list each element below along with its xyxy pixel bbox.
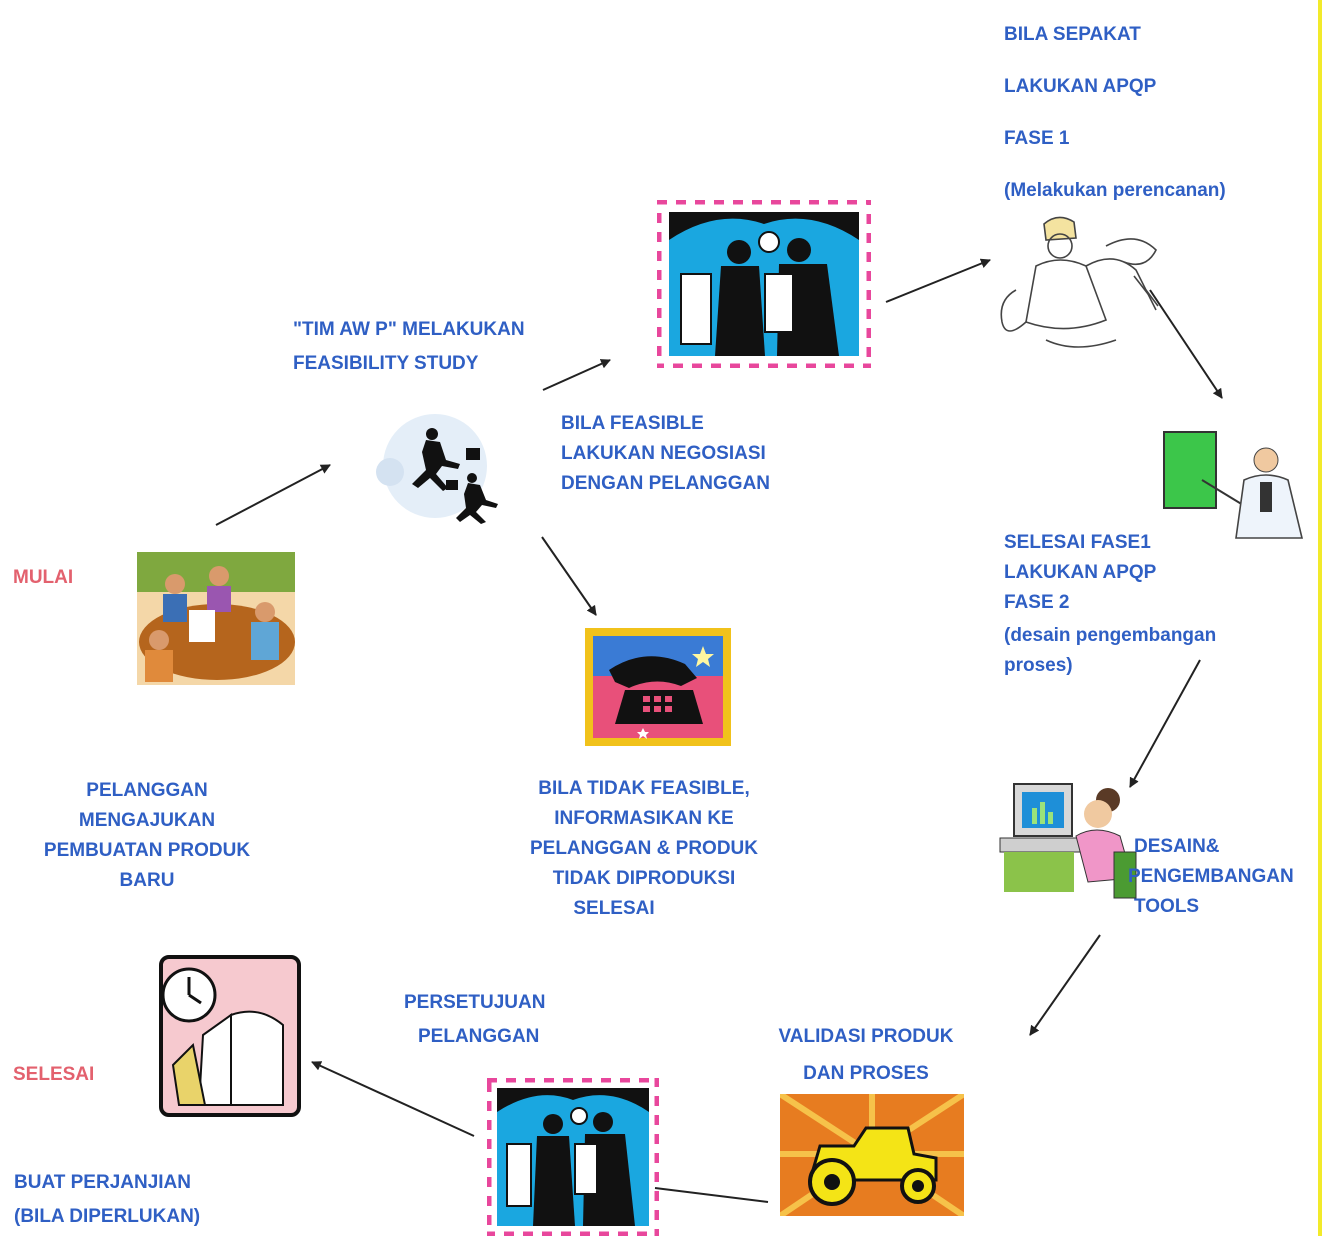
arrow-tools-to-validation <box>1029 934 1101 1036</box>
arrow-approval-to-selesai <box>311 1061 475 1137</box>
arrow-phase2-to-computer <box>1129 659 1201 788</box>
arrow-study-to-phone <box>541 536 597 616</box>
approval-handshake-icon <box>482 1073 664 1241</box>
computer-worker-icon <box>996 778 1146 907</box>
selesai-fase1-label: SELESAI FASE1 LAKUKAN APQP FASE 2 (desai… <box>1004 532 1217 676</box>
selesai-label: SELESAI <box>13 1064 95 1085</box>
validasi-label: VALIDASI PRODUK DAN PROSES <box>778 1026 954 1084</box>
telephone-clipart-icon <box>585 628 731 751</box>
arrow-negotiation-to-phase1 <box>885 258 991 303</box>
desain-tools-label: DESAIN& PENGEMBANGAN TOOLS <box>1128 836 1294 917</box>
arrow-mulai-to-study <box>215 464 331 526</box>
buat-perjanjian-label: BUAT PERJANJIAN (BILA DIPERLUKAN) <box>14 1172 201 1227</box>
bila-tidak-feasible-label: BILA TIDAK FEASIBLE, INFORMASIKAN KE PEL… <box>529 778 758 919</box>
presenter-board-icon <box>1162 430 1308 547</box>
meeting-clipart-icon <box>137 552 295 690</box>
tim-awp-label: "TIM AW P" MELAKUKAN FEASIBILITY STUDY <box>293 319 525 374</box>
pelanggan-mengajukan-label: PELANGGAN MENGAJUKAN PEMBUATAN PRODUK BA… <box>43 780 251 891</box>
negotiation-handshake-icon <box>652 195 876 373</box>
arrow-phase1-to-presenter <box>1149 289 1223 399</box>
arrow-study-to-negotiation <box>542 359 611 391</box>
persetujuan-label: PERSETUJUAN PELANGGAN <box>404 992 546 1047</box>
tractor-icon <box>778 1091 966 1221</box>
bila-sepakat-label: BILA SEPAKAT LAKUKAN APQP FASE 1 (Melaku… <box>1004 24 1226 201</box>
arrow-validation-to-approval <box>654 1187 769 1203</box>
mulai-label: MULAI <box>13 567 74 588</box>
calendar-book-icon <box>159 955 301 1122</box>
margin-line <box>1318 0 1322 1236</box>
bila-feasible-label: BILA FEASIBLE LAKUKAN NEGOSIASI DENGAN P… <box>561 413 771 494</box>
planning-engineer-icon <box>996 210 1166 365</box>
running-businessmen-icon <box>360 412 510 529</box>
